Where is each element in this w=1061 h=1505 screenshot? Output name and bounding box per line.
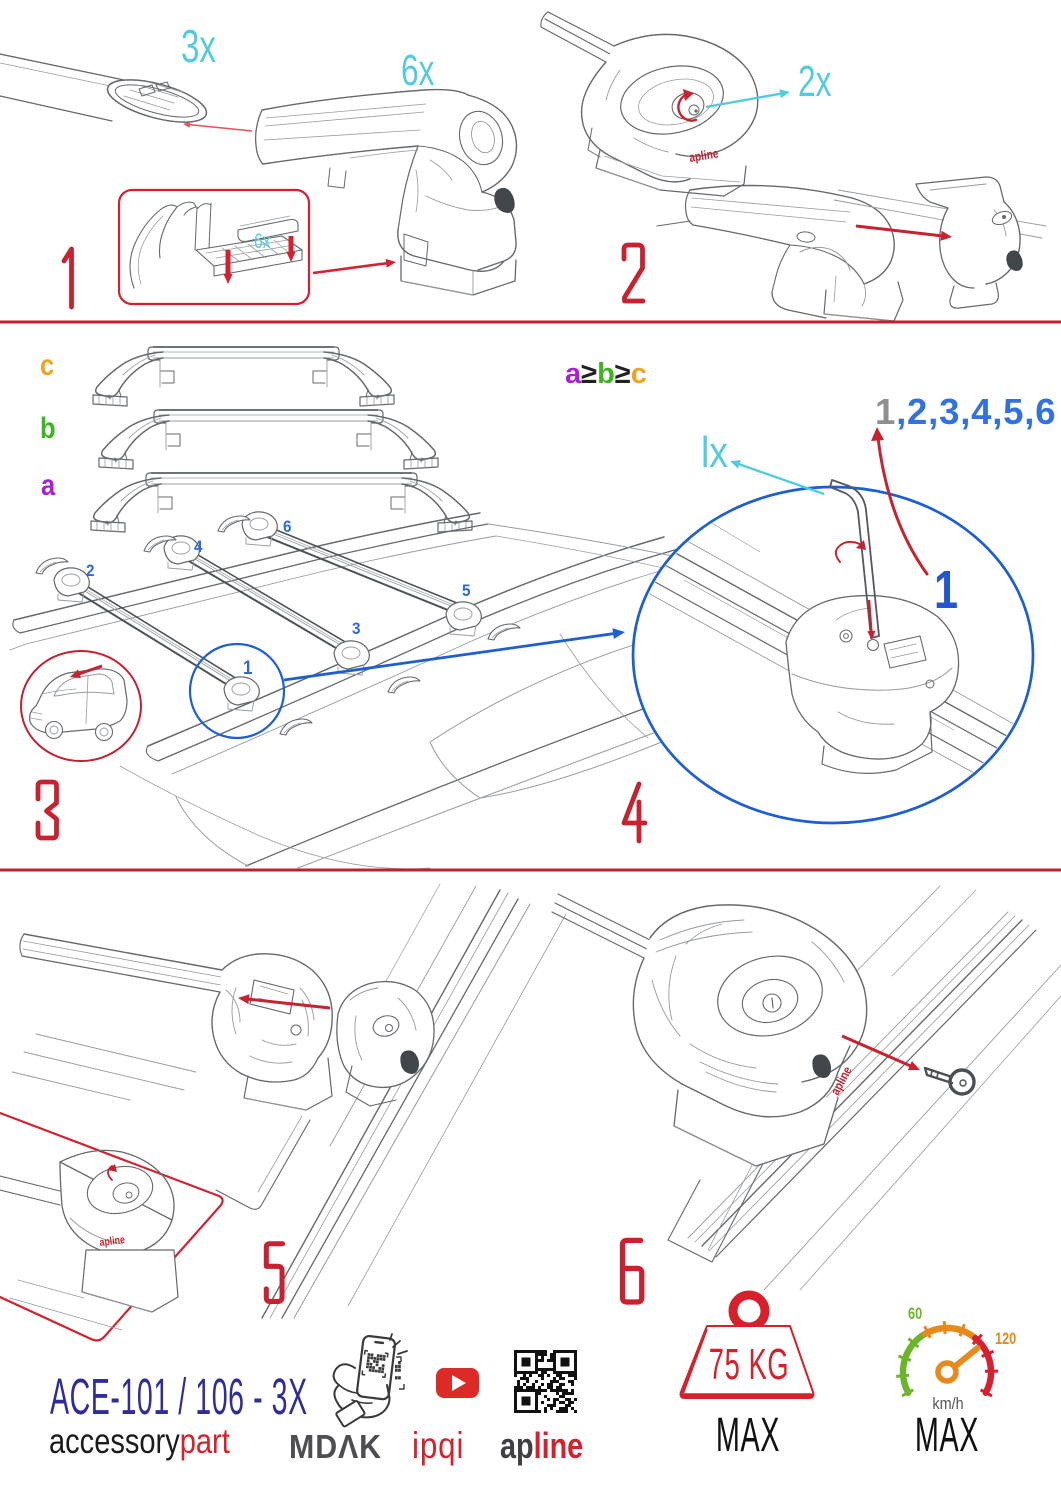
svg-text:5: 5 — [462, 581, 471, 600]
svg-text:6x: 6x — [254, 229, 271, 253]
svg-text:MAX: MAX — [716, 1409, 780, 1462]
svg-text:ipqi: ipqi — [412, 1426, 464, 1467]
svg-text:3x: 3x — [181, 22, 216, 72]
svg-text:MAX: MAX — [915, 1409, 979, 1462]
svg-text:a: a — [41, 468, 56, 501]
svg-text:4: 4 — [194, 537, 203, 556]
svg-text:1: 1 — [243, 657, 253, 678]
svg-text:3: 3 — [352, 619, 361, 638]
svg-text:apline: apline — [500, 1425, 583, 1466]
svg-text:120: 120 — [995, 1329, 1016, 1348]
svg-text:2x: 2x — [798, 57, 831, 106]
svg-text:a≥b≥c: a≥b≥c — [565, 358, 647, 390]
svg-text:75 KG: 75 KG — [709, 1339, 789, 1388]
svg-text:lx: lx — [701, 427, 728, 477]
svg-text:b: b — [40, 411, 56, 444]
svg-text:ACE-101 / 106 - 3X: ACE-101 / 106 - 3X — [50, 1368, 308, 1425]
svg-text:1,2,3,4,5,6: 1,2,3,4,5,6 — [875, 391, 1056, 432]
svg-text:2: 2 — [86, 561, 95, 580]
svg-text:6x: 6x — [401, 46, 434, 95]
svg-text:accessorypart: accessorypart — [49, 1421, 230, 1460]
svg-text:60: 60 — [908, 1304, 922, 1323]
svg-text:MDΛK: MDΛK — [289, 1428, 382, 1465]
svg-text:6: 6 — [283, 517, 292, 536]
svg-text:1: 1 — [934, 561, 958, 621]
svg-text:c: c — [40, 348, 54, 381]
